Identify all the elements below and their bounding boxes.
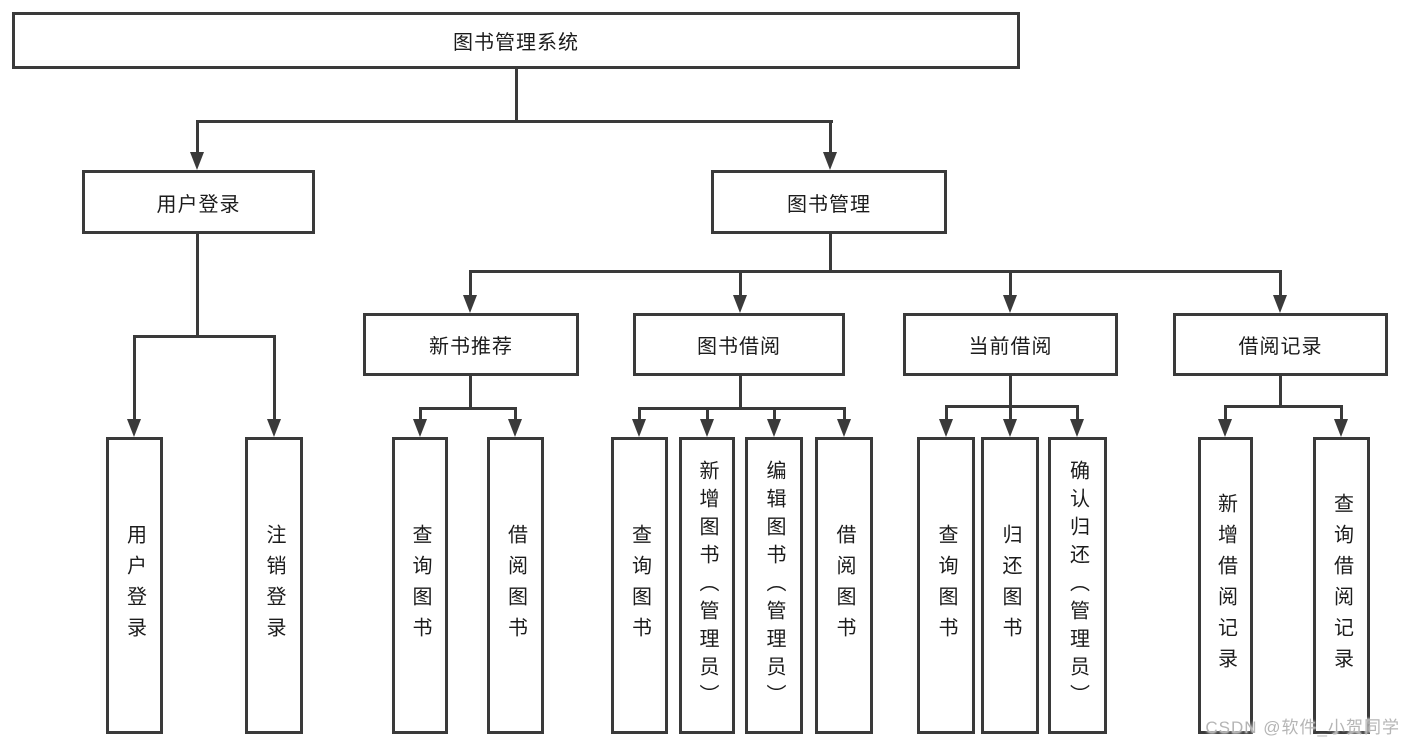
- node-borrow-record: 借阅记录: [1173, 313, 1388, 376]
- node-current-borrow: 当前借阅: [903, 313, 1118, 376]
- leaf-add-borrow-record: 新增借阅记录: [1198, 437, 1253, 734]
- connector-line: [515, 68, 518, 120]
- connector-line: [196, 233, 199, 335]
- arrow-down-icon: [463, 295, 477, 313]
- connector-line: [1225, 405, 1343, 408]
- leaf-add-book-admin-label: 新增图书（管理员）: [696, 459, 718, 712]
- node-book-borrow-label: 图书借阅: [697, 336, 781, 358]
- connector-line: [739, 270, 742, 297]
- leaf-query-book-borrow-label: 查询图书: [628, 523, 651, 648]
- connector-line: [706, 407, 709, 421]
- node-current-borrow-label: 当前借阅: [968, 336, 1053, 358]
- connector-line: [273, 335, 276, 421]
- arrow-down-icon: [1218, 419, 1232, 437]
- node-new-book-recommend-label: 新书推荐: [429, 336, 513, 358]
- connector-line: [739, 375, 742, 410]
- arrow-down-icon: [1003, 419, 1017, 437]
- leaf-borrow-book: 借阅图书: [815, 437, 873, 734]
- csdn-watermark: CSDN @软件_小贺同学: [1205, 718, 1400, 737]
- connector-line: [134, 335, 276, 338]
- arrow-down-icon: [190, 152, 204, 170]
- arrow-down-icon: [767, 419, 781, 437]
- leaf-query-borrow-record-label: 查询借阅记录: [1330, 492, 1353, 679]
- arrow-down-icon: [1003, 295, 1017, 313]
- connector-line: [1009, 405, 1012, 421]
- leaf-query-book-newbook-label: 查询图书: [409, 523, 431, 648]
- connector-line: [1009, 270, 1012, 297]
- leaf-borrow-book-newbook-label: 借阅图书: [504, 523, 527, 648]
- leaf-logout: 注销登录: [245, 437, 303, 734]
- node-user-login-branch: 用户登录: [82, 170, 315, 234]
- connector-line: [1009, 375, 1012, 408]
- connector-line: [196, 120, 199, 154]
- connector-line: [829, 120, 832, 154]
- connector-line: [514, 407, 517, 421]
- connector-line: [469, 270, 472, 297]
- leaf-edit-book-admin: 编辑图书（管理员）: [745, 437, 803, 734]
- connector-line: [1279, 270, 1282, 297]
- leaf-user-login: 用户登录: [106, 437, 163, 734]
- node-root: 图书管理系统: [12, 12, 1020, 69]
- connector-line: [639, 407, 846, 410]
- arrow-down-icon: [823, 152, 837, 170]
- connector-line: [420, 407, 517, 410]
- connector-line: [470, 270, 1282, 273]
- arrow-down-icon: [1334, 419, 1348, 437]
- node-new-book-recommend: 新书推荐: [363, 313, 579, 376]
- leaf-confirm-return-admin: 确认归还（管理员）: [1048, 437, 1107, 734]
- node-user-login-branch-label: 用户登录: [156, 193, 241, 216]
- connector-line: [1340, 405, 1343, 421]
- arrow-down-icon: [127, 419, 141, 437]
- arrow-down-icon: [700, 419, 714, 437]
- connector-line: [829, 233, 832, 273]
- connector-line: [1279, 375, 1282, 408]
- arrow-down-icon: [733, 295, 747, 313]
- arrow-down-icon: [413, 419, 427, 437]
- arrow-down-icon: [267, 419, 281, 437]
- leaf-logout-label: 注销登录: [263, 523, 285, 648]
- leaf-add-book-admin: 新增图书（管理员）: [679, 437, 735, 734]
- connector-line: [1224, 405, 1227, 421]
- connector-line: [419, 407, 422, 421]
- leaf-return-book: 归还图书: [981, 437, 1039, 734]
- leaf-add-borrow-record-label: 新增借阅记录: [1214, 492, 1237, 679]
- connector-line: [469, 375, 472, 410]
- connector-line: [773, 407, 776, 421]
- connector-line: [843, 407, 846, 421]
- node-borrow-record-label: 借阅记录: [1238, 336, 1323, 358]
- leaf-return-book-label: 归还图书: [999, 523, 1021, 648]
- leaf-query-book-borrow: 查询图书: [611, 437, 668, 734]
- arrow-down-icon: [1273, 295, 1287, 313]
- connector-line: [946, 405, 1079, 408]
- arrow-down-icon: [837, 419, 851, 437]
- arrow-down-icon: [508, 419, 522, 437]
- node-book-management-label: 图书管理: [787, 193, 871, 216]
- leaf-edit-book-admin-label: 编辑图书（管理员）: [763, 459, 785, 712]
- connector-line: [945, 405, 948, 421]
- node-book-borrow: 图书借阅: [633, 313, 845, 376]
- arrow-down-icon: [632, 419, 646, 437]
- leaf-query-borrow-record: 查询借阅记录: [1313, 437, 1370, 734]
- leaf-user-login-label: 用户登录: [123, 523, 146, 648]
- arrow-down-icon: [939, 419, 953, 437]
- connector-line: [197, 120, 833, 123]
- leaf-query-book-current-label: 查询图书: [935, 523, 957, 648]
- leaf-query-book-newbook: 查询图书: [392, 437, 448, 734]
- connector-line: [133, 335, 136, 421]
- leaf-query-book-current: 查询图书: [917, 437, 975, 734]
- connector-line: [638, 407, 641, 421]
- connector-line: [1076, 405, 1079, 421]
- leaf-borrow-book-label: 借阅图书: [833, 523, 855, 648]
- leaf-borrow-book-newbook: 借阅图书: [487, 437, 544, 734]
- node-book-management: 图书管理: [711, 170, 947, 234]
- leaf-confirm-return-admin-label: 确认归还（管理员）: [1066, 459, 1089, 712]
- node-root-label: 图书管理系统: [453, 32, 579, 54]
- arrow-down-icon: [1070, 419, 1084, 437]
